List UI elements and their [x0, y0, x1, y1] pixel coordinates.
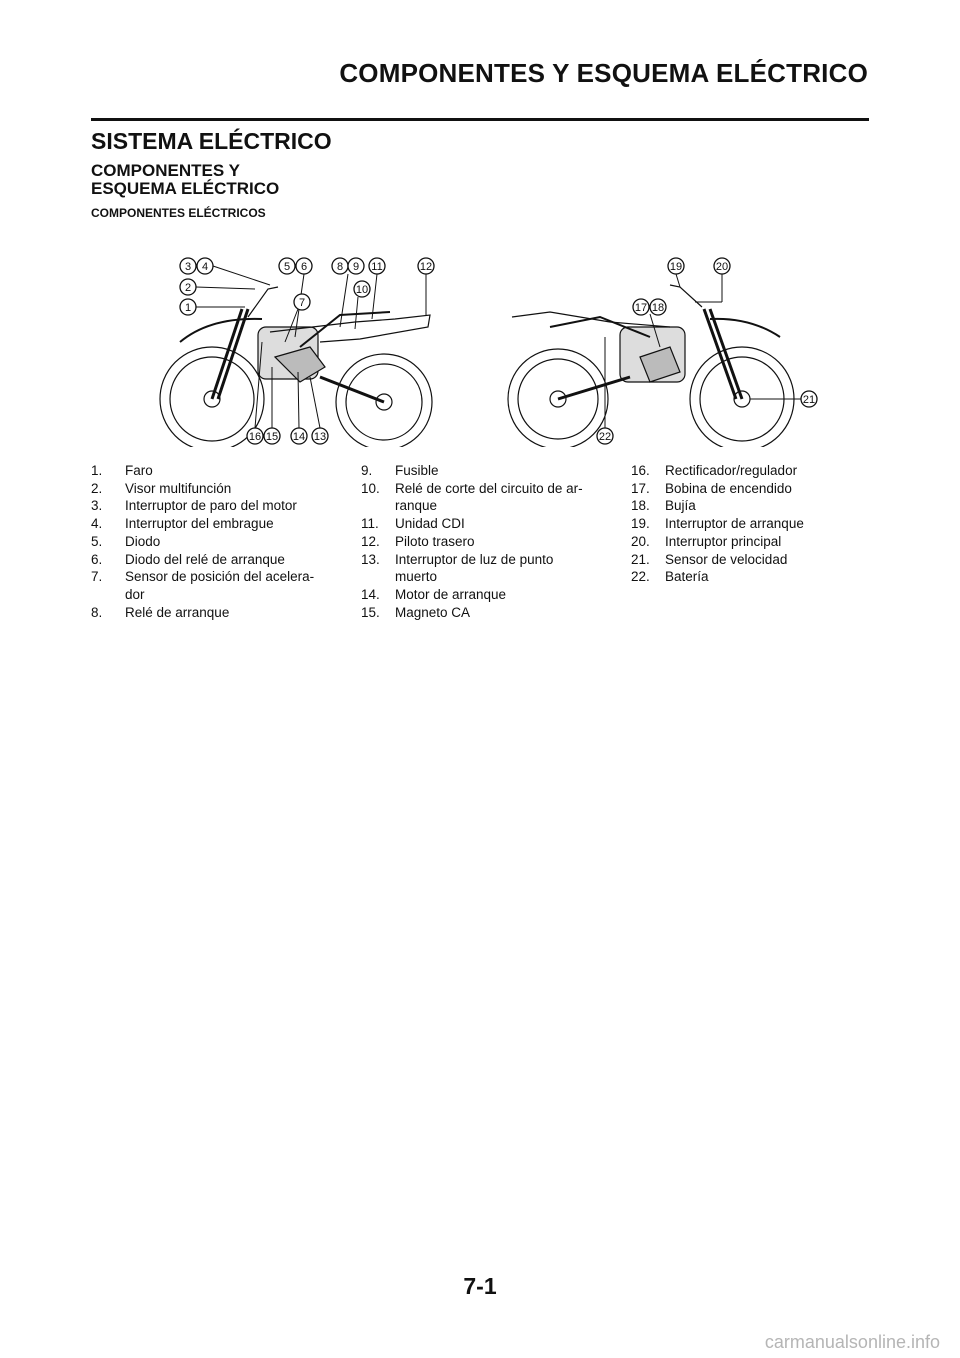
legend-item: ranque: [395, 498, 438, 514]
page-number: 7-1: [463, 1273, 497, 1299]
svg-text:11: 11: [371, 261, 382, 273]
svg-text:2: 2: [185, 282, 191, 294]
legend-item: 22.Batería: [631, 569, 709, 585]
subheading: COMPONENTES ELÉCTRICOS: [91, 206, 266, 220]
svg-text:3: 3: [185, 261, 191, 273]
legend-item: 6.Diodo del relé de arranque: [91, 551, 285, 567]
callout-9: 9: [339, 257, 365, 328]
callout-5: 5: [278, 257, 296, 275]
legend-item: dor: [125, 586, 145, 602]
motorcycle-components-figure: 1 2 3 4 5 6 7 8 9 10 11 12 13 14 15 16 1…: [159, 257, 818, 447]
svg-text:9: 9: [353, 261, 359, 273]
legend-item: 10.Relé de corte del circuito de ar-: [361, 480, 583, 496]
svg-text:12: 12: [420, 261, 432, 273]
legend-column-3: 16.Rectificador/regulador 17.Bobina de e…: [631, 462, 891, 586]
callout-22: 22: [596, 337, 614, 445]
svg-text:22: 22: [599, 431, 611, 443]
legend-column-1: 1.Faro 2.Visor multifunción 3.Interrupto…: [91, 462, 351, 621]
callout-3: 3: [179, 257, 197, 275]
legend-item: 19.Interruptor de arranque: [631, 516, 804, 532]
callout-20: 20: [695, 257, 731, 303]
callout-12: 12: [417, 257, 435, 315]
legend-item: 16.Rectificador/regulador: [631, 463, 798, 478]
legend-item: 8.Relé de arranque: [91, 604, 230, 620]
motorcycle-right-illustration: [507, 284, 795, 447]
legend-item: 18.Bujía: [631, 498, 696, 514]
callout-18: 18: [649, 298, 667, 348]
callout-2: 2: [179, 278, 256, 296]
svg-text:16: 16: [249, 431, 261, 443]
svg-text:7: 7: [299, 297, 305, 309]
legend-item: 9.Fusible: [361, 463, 439, 478]
legend-item: 1.Faro: [91, 463, 153, 478]
callout-15: 15: [263, 367, 281, 445]
legend-item: 13.Interruptor de luz de punto: [361, 551, 554, 567]
subsection-title-line1: COMPONENTES Y: [91, 161, 240, 180]
legend-item: muerto: [395, 569, 438, 585]
watermark: carmanualsonline.info: [764, 1332, 940, 1352]
callout-17: 17: [632, 298, 650, 316]
legend-item: 5.Diodo: [91, 533, 161, 549]
svg-text:13: 13: [314, 431, 326, 443]
legend-item: 3.Interruptor de paro del motor: [91, 498, 297, 514]
header-rule: [91, 118, 869, 121]
callout-13: 13: [309, 376, 329, 445]
svg-text:21: 21: [803, 394, 815, 406]
callout-10: 10: [353, 280, 371, 330]
svg-text:17: 17: [635, 302, 647, 314]
callout-14: 14: [290, 371, 308, 445]
svg-text:1: 1: [185, 302, 191, 314]
callout-21: 21: [750, 390, 818, 408]
callout-1: 1: [179, 298, 245, 316]
callout-6: 6: [294, 257, 313, 338]
callout-8: 8: [331, 257, 349, 275]
legend-item: 7.Sensor de posición del acelera-: [91, 569, 315, 585]
subsection-title-line2: ESQUEMA ELÉCTRICO: [91, 179, 280, 198]
svg-text:4: 4: [202, 261, 208, 273]
svg-text:14: 14: [293, 431, 305, 443]
motorcycle-left-illustration: [159, 286, 433, 447]
callout-11: 11: [368, 257, 386, 320]
legend-item: 20.Interruptor principal: [631, 533, 782, 549]
legend-column-2: 9.Fusible 10.Relé de corte del circuito …: [361, 462, 621, 621]
legend-item: 4.Interruptor del embrague: [91, 516, 274, 532]
legend-item: 15.Magneto CA: [361, 604, 471, 620]
page-header-title: COMPONENTES Y ESQUEMA ELÉCTRICO: [339, 58, 868, 88]
legend-item: 2.Visor multifunción: [91, 480, 232, 496]
legend-item: 11.Unidad CDI: [361, 516, 465, 532]
legend-item: 21.Sensor de velocidad: [631, 551, 788, 567]
svg-text:5: 5: [284, 261, 290, 273]
svg-text:18: 18: [652, 302, 664, 314]
svg-text:10: 10: [356, 284, 368, 296]
callout-16: 16: [246, 341, 264, 445]
svg-text:19: 19: [670, 261, 682, 273]
legend-item: 14.Motor de arranque: [361, 586, 507, 602]
svg-text:20: 20: [716, 261, 728, 273]
callout-4: 4: [196, 257, 271, 286]
legend-item: 17.Bobina de encendido: [631, 480, 792, 496]
callout-19: 19: [667, 257, 685, 288]
svg-text:8: 8: [337, 261, 343, 273]
section-title: SISTEMA ELÉCTRICO: [91, 128, 332, 154]
legend-item: 12.Piloto trasero: [361, 533, 475, 549]
callout-7: 7: [284, 293, 311, 343]
svg-text:15: 15: [266, 431, 278, 443]
svg-text:6: 6: [301, 261, 307, 273]
